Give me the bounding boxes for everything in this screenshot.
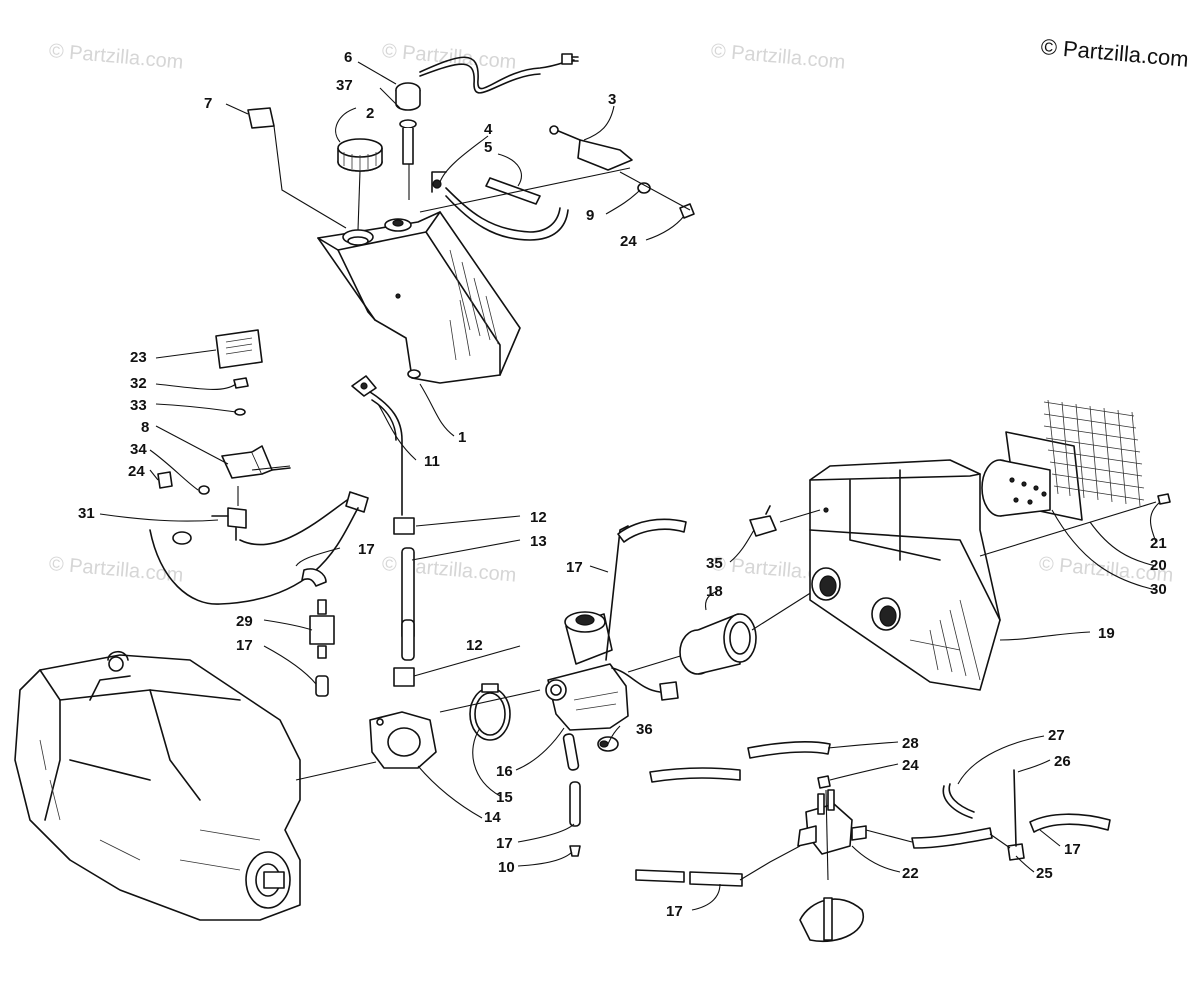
callout-18: 18 [706, 583, 723, 600]
callout-23: 23 [130, 349, 147, 366]
callout-17c: 17 [236, 637, 253, 654]
callout-1: 1 [458, 429, 466, 446]
callout-22: 22 [902, 865, 919, 882]
air-silencer [809, 459, 1001, 691]
callout-36: 36 [636, 721, 653, 738]
callout-37: 37 [336, 77, 353, 94]
callout-24a: 24 [128, 463, 145, 480]
fuel-tank [317, 211, 521, 384]
fuel-level-sender [395, 53, 579, 200]
fuel-filter [301, 568, 335, 697]
callout-8: 8 [141, 419, 149, 436]
pump-hoses [635, 741, 1111, 887]
callout-12b: 12 [466, 637, 483, 654]
vent-valve [549, 125, 695, 219]
callout-3: 3 [608, 91, 616, 108]
callout-31: 31 [78, 505, 95, 522]
carburetor [545, 525, 679, 731]
leader-lines [99, 61, 1161, 911]
retaining-clip [749, 505, 777, 537]
air-intake-screen [981, 399, 1171, 521]
callout-9: 9 [586, 207, 594, 224]
vent-hose [419, 167, 631, 241]
callout-20: 20 [1150, 557, 1167, 574]
callout-5: 5 [484, 139, 492, 156]
callout-7: 7 [204, 95, 212, 112]
callout-35: 35 [706, 555, 723, 572]
callout-17b: 17 [566, 559, 583, 576]
callout-33: 33 [130, 397, 147, 414]
callout-17f: 17 [1064, 841, 1081, 858]
hose-clamp [469, 683, 511, 741]
callout-11: 11 [424, 453, 440, 470]
callout-19: 19 [1098, 625, 1115, 642]
callout-17e: 17 [666, 903, 683, 920]
callout-26: 26 [1054, 753, 1071, 770]
callout-27: 27 [1048, 727, 1065, 744]
callout-29: 29 [236, 613, 253, 630]
callout-25: 25 [1036, 865, 1053, 882]
callout-15: 15 [496, 789, 513, 806]
engine [14, 650, 301, 921]
callout-34: 34 [130, 441, 147, 458]
callout-32: 32 [130, 375, 147, 392]
intake-flange [369, 711, 437, 769]
fuel-pump [797, 775, 867, 942]
fuel-hose [617, 518, 687, 543]
callout-6: 6 [344, 49, 352, 66]
callout-17d: 17 [496, 835, 513, 852]
callout-24b: 24 [620, 233, 637, 250]
decal [247, 107, 347, 229]
intake-boot [679, 613, 757, 675]
callout-17a: 17 [358, 541, 375, 558]
callout-16: 16 [496, 763, 513, 780]
callout-labels: 1 2 3 4 5 6 7 8 9 10 11 12 12 13 14 15 1… [78, 49, 1167, 920]
fuel-line [351, 375, 415, 687]
fuel-cap [337, 138, 383, 172]
callout-14: 14 [484, 809, 501, 826]
callout-30: 30 [1150, 581, 1167, 598]
hose-clip [942, 769, 1025, 861]
drain-hose [562, 733, 581, 857]
fuel-shutoff-assembly [149, 329, 369, 605]
callout-10: 10 [498, 859, 515, 876]
callout-12a: 12 [530, 509, 547, 526]
callout-13: 13 [530, 533, 547, 550]
callout-21: 21 [1150, 535, 1167, 552]
callout-4: 4 [484, 121, 493, 138]
callout-28: 28 [902, 735, 919, 752]
callout-24c: 24 [902, 757, 919, 774]
callout-2: 2 [366, 105, 374, 122]
